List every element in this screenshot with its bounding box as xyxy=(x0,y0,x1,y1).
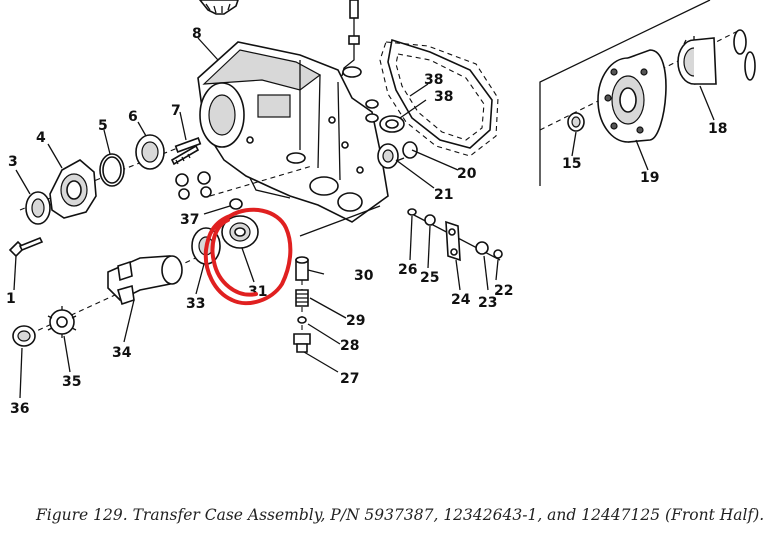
bearing-15 xyxy=(567,112,585,132)
callout-15: 15 xyxy=(562,156,581,172)
callout-3: 3 xyxy=(8,154,18,170)
callout-29: 29 xyxy=(346,313,365,329)
clutch-housing-19 xyxy=(597,49,667,143)
figure-caption: Figure 129. Transfer Case Assembly, P/N … xyxy=(36,506,764,524)
callout-23: 23 xyxy=(478,295,497,311)
shift-lever-parts xyxy=(407,208,503,262)
bolt-7 xyxy=(170,144,200,166)
drive-chain xyxy=(379,38,499,157)
top-gear-fragment xyxy=(198,0,239,15)
seal-3 xyxy=(25,191,51,225)
callout-33: 33 xyxy=(186,296,205,312)
callout-1: 1 xyxy=(6,291,16,307)
shift-rod-top xyxy=(341,0,362,78)
callout-7: 7 xyxy=(171,103,181,119)
housing-small-parts xyxy=(174,99,418,200)
callout-26: 26 xyxy=(398,262,417,278)
bolt-1 xyxy=(8,236,44,258)
callout-24: 24 xyxy=(451,292,471,308)
plug-37 xyxy=(229,198,243,210)
snap-ring-5 xyxy=(99,153,125,187)
ring-edge-right xyxy=(733,29,756,81)
callout-labels: 8 7 4 5 6 3 1 38 38 20 21 15 19 18 37 26… xyxy=(6,26,727,417)
callout-21: 21 xyxy=(434,187,453,203)
bearing-6 xyxy=(135,134,165,170)
nut-36 xyxy=(12,325,36,347)
callout-19: 19 xyxy=(640,170,659,186)
detent-parts xyxy=(293,256,311,353)
callout-18: 18 xyxy=(708,121,727,137)
callout-8: 8 xyxy=(192,26,202,42)
callout-5: 5 xyxy=(98,118,108,134)
callout-25: 25 xyxy=(420,270,439,286)
callout-37: 37 xyxy=(180,212,199,228)
callout-27: 27 xyxy=(340,371,359,387)
bearing-31 xyxy=(221,215,259,249)
callout-28: 28 xyxy=(340,338,359,354)
output-yoke-34 xyxy=(107,255,183,306)
transfer-case-housing xyxy=(197,41,389,223)
callout-22: 22 xyxy=(494,283,513,299)
callout-35: 35 xyxy=(62,374,81,390)
callout-20: 20 xyxy=(457,166,477,182)
gear-35 xyxy=(47,306,77,338)
callout-36: 36 xyxy=(10,401,29,417)
hub-18 xyxy=(677,36,717,85)
callout-4: 4 xyxy=(36,130,46,146)
callout-34: 34 xyxy=(112,345,132,361)
callout-30: 30 xyxy=(354,268,374,284)
callout-38-lower: 38 xyxy=(434,89,453,105)
input-bearing-retainer xyxy=(49,159,97,219)
callout-6: 6 xyxy=(128,109,138,125)
leader-lines xyxy=(13,37,715,399)
red-highlight-circle xyxy=(203,207,293,306)
callout-38-upper: 38 xyxy=(424,72,443,88)
